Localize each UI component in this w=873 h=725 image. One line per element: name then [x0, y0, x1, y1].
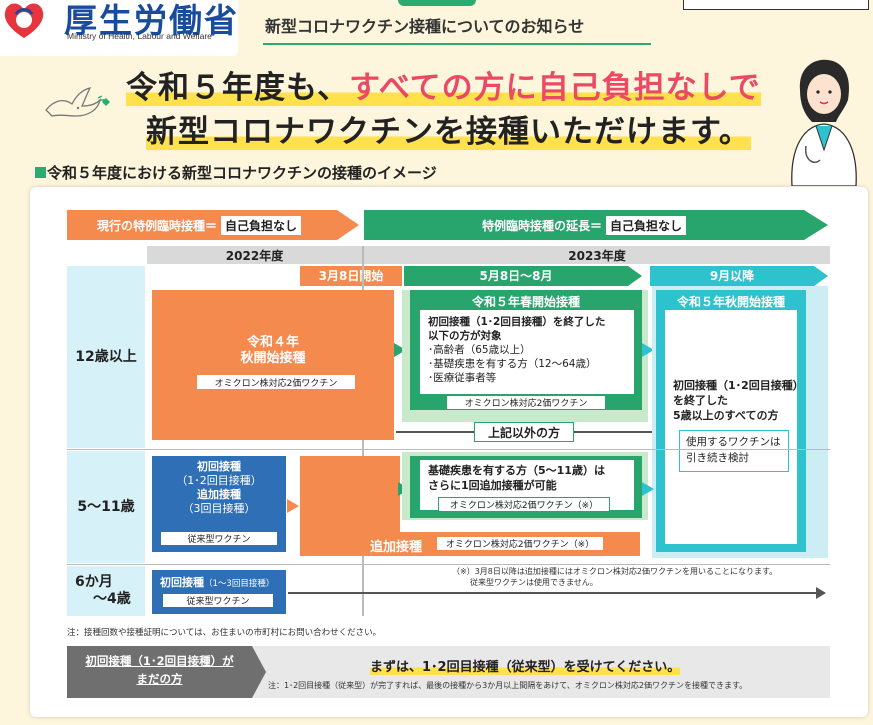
- autumn-detail: [665, 310, 797, 544]
- banner-extension-tag: 自己負担なし: [606, 215, 687, 235]
- child-text-4: （3回目接種）: [182, 502, 256, 515]
- period-may-aug: 5月8日〜8月: [404, 266, 628, 286]
- footer-left: [67, 646, 252, 698]
- row-label-5to11: 5〜11歳: [67, 451, 145, 563]
- notice-underline: [263, 43, 651, 45]
- booster-vaccine: オミクロン株対応2価ワクチン（※）: [436, 536, 604, 551]
- notice-title: 新型コロナワクチン接種についてのお知らせ: [265, 17, 585, 36]
- fy2022-header: 2022年度: [147, 246, 362, 264]
- row-label-12plus: 12歳以上: [67, 266, 145, 448]
- banner-current-arrow-icon: [337, 210, 359, 240]
- footer-main: まずは、1･2回目接種（従来型）を受けてください。: [370, 656, 681, 675]
- child-booster-orange: [300, 456, 400, 532]
- notice-tab: [398, 0, 476, 6]
- period-mar8: 3月8日開始: [300, 266, 402, 286]
- booster-label: 追加接種: [370, 540, 423, 555]
- child-text-1: 初回接種: [197, 460, 241, 473]
- child-text-3: 追加接種: [197, 488, 241, 501]
- child-basic-text: 基礎疾患を有する方（5〜11歳）は さらに1回追加接種が可能: [428, 463, 605, 493]
- spring-text-1: 初回接種（1･2回目接種）を終了した: [428, 316, 606, 328]
- footer-left-2: まだの方: [136, 672, 183, 686]
- section-bullet: [35, 167, 46, 178]
- banner-current: 現行の特例臨時接種＝自己負担なし: [67, 210, 337, 240]
- r1-arrow-2-icon: [642, 343, 654, 357]
- period-sep: 9月以降: [650, 266, 814, 286]
- row-separator-2: [67, 564, 830, 565]
- headline-line2: 新型コロナワクチンを接種いただけます。: [146, 106, 751, 151]
- r4-autumn-line2: 秋開始接種: [240, 351, 306, 366]
- r4-autumn-block: [152, 290, 394, 440]
- r4-autumn-line1: 令和４年: [246, 335, 299, 350]
- contact-note: 注：接種回数や接種証明については、お住まいの市町村にお問い合わせください。: [67, 628, 382, 638]
- infant-text: 初回接種（1〜3回目接種）: [160, 574, 274, 590]
- autumn-text-3: 5歳以上のすべての方: [673, 409, 779, 422]
- spring-text-3: ･高齢者（65歳以上）: [428, 344, 531, 356]
- row-label-6mo: 6か月: [75, 574, 113, 591]
- spring-text-2: 以下の方が対象: [428, 330, 502, 342]
- asterisk-note: （※）3月8日以降は追加接種にはオミクロン株対応2価ワクチンを用いることになりま…: [452, 566, 777, 588]
- doctor-illustration-icon: [791, 59, 857, 186]
- banner-extension-arrow-icon: [804, 210, 828, 240]
- infant-text-1: 初回接種: [160, 576, 204, 589]
- banner-extension: 特例臨時接種の延長＝自己負担なし: [364, 210, 804, 240]
- headline-line1-a: 令和５年度も、: [126, 70, 350, 106]
- r2-arrow-3-icon: [642, 482, 654, 496]
- edition-box: [683, 0, 869, 10]
- period-may-arrow-icon: [628, 266, 642, 286]
- child-basic-2: さらに1回追加接種が可能: [428, 479, 557, 492]
- spring-vaccine: オミクロン株対応2価ワクチン: [446, 395, 606, 410]
- infant-text-2: （1〜3回目接種）: [204, 579, 275, 589]
- fy2023-header: 2023年度: [364, 246, 830, 264]
- infant-vaccine: 従来型ワクチン: [162, 593, 274, 608]
- row-separator-1: [67, 449, 830, 450]
- asterisk-note-1: （※）3月8日以降は追加接種にはオミクロン株対応2価ワクチンを用いることになりま…: [452, 567, 778, 576]
- headline-line1: 令和５年度も、すべての方に自己負担なしで: [126, 62, 761, 107]
- row-label-4y: 〜4歳: [93, 591, 131, 607]
- spring-text-5: ･医療従事者等: [428, 372, 497, 384]
- spring-text: 初回接種（1･2回目接種）を終了した 以下の方が対象 ･高齢者（65歳以上） ･…: [428, 315, 605, 385]
- vaccine-tbd-box: 使用するワクチンは 引き続き検討: [679, 430, 789, 472]
- headline-line1-b: すべての方に自己負担なしで: [349, 70, 761, 106]
- spring-title: 令和５年春開始接種: [471, 295, 580, 309]
- logo-english: Ministry of Health, Labour and Welfare: [67, 31, 212, 41]
- autumn-text: 初回接種（1･2回目接種） を終了した 5歳以上のすべての方: [673, 378, 804, 423]
- mhlw-logo-icon: [4, 3, 44, 38]
- r4-autumn-title: 令和４年 秋開始接種: [152, 335, 394, 367]
- dove-icon: [45, 87, 110, 117]
- row-label-6mo-4y: 6か月 〜4歳: [67, 566, 145, 616]
- headline-line2-text: 新型コロナワクチンを接種いただけます。: [146, 114, 751, 150]
- child-basic-vaccine: オミクロン株対応2価ワクチン（※）: [438, 497, 610, 512]
- autumn-title: 令和５年秋開始接種: [676, 295, 785, 309]
- banner-extension-label: 特例臨時接種の延長＝: [482, 218, 603, 233]
- logo-japanese: 厚生労働省: [64, 1, 239, 40]
- child-vaccine: 従来型ワクチン: [160, 531, 278, 546]
- banner-current-tag: 自己負担なし: [221, 215, 302, 235]
- child-text-2: （1･2回目接種）: [176, 474, 262, 487]
- spring-detail: [420, 310, 634, 394]
- infant-line: [288, 592, 816, 594]
- vaccine-tbd-1: 使用するワクチンは: [686, 436, 781, 448]
- banner-current-label: 現行の特例臨時接種＝: [97, 218, 218, 233]
- autumn-text-2: を終了した: [673, 394, 728, 407]
- r2-arrow-1-icon: [287, 499, 299, 513]
- section-title: 令和５年度における新型コロナワクチンの接種のイメージ: [47, 164, 437, 182]
- others-label: 上記以外の方: [474, 422, 574, 442]
- autumn-text-1: 初回接種（1･2回目接種）: [673, 379, 804, 392]
- child-primary-text: 初回接種 （1･2回目接種） 追加接種 （3回目接種）: [152, 460, 286, 516]
- period-sep-arrow-icon: [814, 266, 828, 286]
- r4-autumn-vaccine: オミクロン株対応2価ワクチン: [196, 374, 356, 390]
- vaccine-tbd-2: 引き続き検討: [686, 452, 749, 464]
- asterisk-note-2: 従来型ワクチンは使用できません。: [470, 578, 598, 587]
- footer-left-1: 初回接種（1･2回目接種）が: [85, 654, 234, 668]
- footer-arrow-icon: [252, 646, 266, 698]
- child-basic-1: 基礎疾患を有する方（5〜11歳）は: [428, 464, 605, 477]
- spring-text-4: ･基礎疾患を有する方（12〜64歳）: [428, 358, 597, 370]
- infant-arrow-icon: [816, 587, 826, 599]
- footer-left-text: 初回接種（1･2回目接種）が まだの方: [67, 652, 252, 688]
- footer-sub: 注：1･2回目接種（従来型）が完了すれば、最後の接種から3か月以上間隔をあけて、…: [268, 681, 748, 690]
